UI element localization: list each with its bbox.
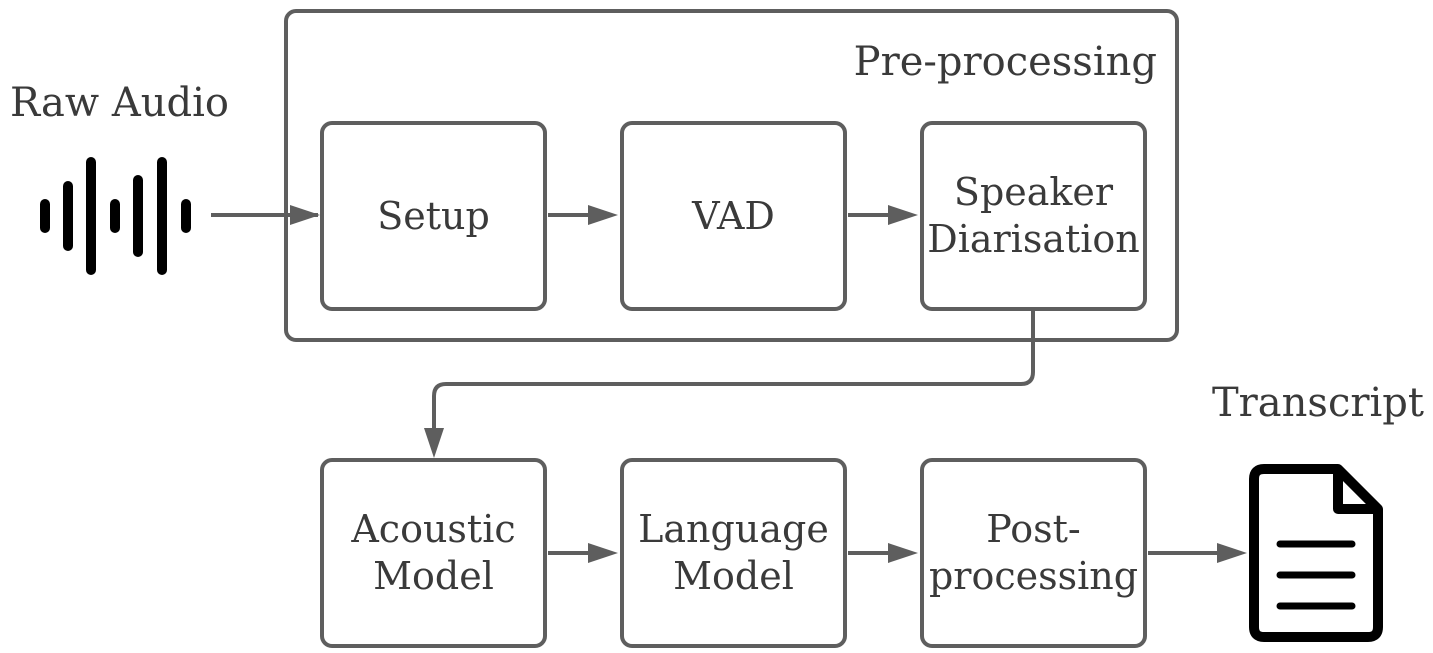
vad-node-label: VAD [692, 193, 775, 238]
post-processing-label-line-1: Post- [986, 507, 1081, 551]
arrow-diarisation-to-acoustic-head [424, 428, 444, 458]
speaker-diarisation-label-line-2: Diarisation [927, 217, 1140, 261]
arrow-post-to-transcript-head [1217, 543, 1247, 563]
transcript-label: Transcript [1212, 380, 1424, 426]
speaker-diarisation-label-line-1: Speaker [953, 170, 1114, 214]
post-processing-node: Post- processing [920, 458, 1147, 648]
vad-node: VAD [620, 121, 847, 311]
language-model-node: Language Model [620, 458, 847, 648]
arrow-diarisation-to-acoustic [432, 311, 1035, 432]
arrow-setup-to-vad-head [588, 205, 618, 225]
arrow-audio-to-setup-head [290, 205, 320, 225]
setup-node-label: Setup [377, 193, 490, 238]
language-model-label-line-2: Model [673, 554, 794, 598]
setup-node: Setup [320, 121, 547, 311]
arrow-language-to-post-head [888, 543, 918, 563]
raw-audio-label: Raw Audio [10, 80, 229, 126]
arrow-acoustic-to-language-head [588, 543, 618, 563]
speaker-diarisation-node: Speaker Diarisation [920, 121, 1147, 311]
post-processing-label-line-2: processing [928, 554, 1139, 598]
language-model-label-line-1: Language [638, 507, 829, 551]
document-icon [1249, 464, 1383, 642]
acoustic-model-node: Acoustic Model [320, 458, 547, 648]
acoustic-model-label-line-1: Acoustic [351, 507, 516, 551]
preprocessing-title: Pre-processing [853, 39, 1157, 85]
arrow-vad-to-diarisation-head [888, 205, 918, 225]
acoustic-model-label-line-2: Model [373, 554, 494, 598]
audio-waveform-icon [40, 157, 191, 275]
preprocessing-group: Pre-processing [284, 9, 1179, 342]
